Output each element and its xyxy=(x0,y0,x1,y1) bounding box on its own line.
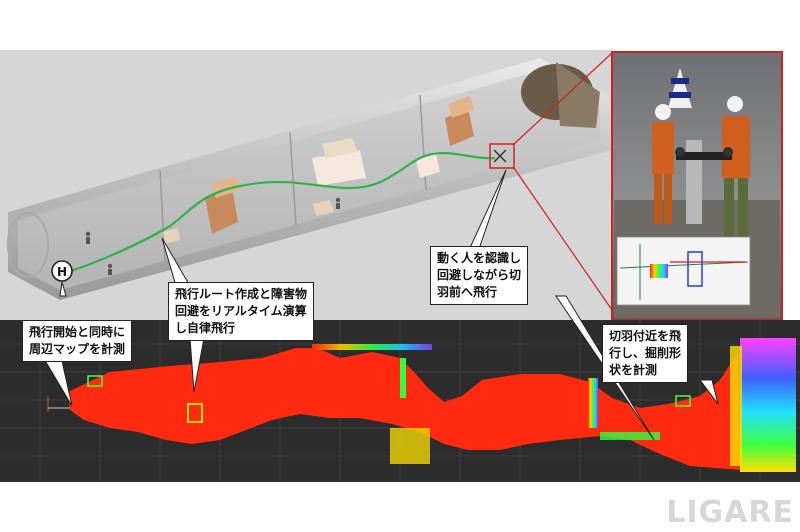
callout-flight-start: 飛行開始と同時に 周辺マップを計測 xyxy=(22,320,133,362)
highlight-box xyxy=(489,143,515,169)
drone-icon xyxy=(493,149,507,163)
inset-photo xyxy=(611,51,783,321)
person-icon xyxy=(85,197,341,275)
point-cloud-map xyxy=(0,320,800,482)
sensor-view-inset xyxy=(616,236,751,306)
callout-route-planning: 飛行ルート作成と障害物 回避をリアルタイム演算 し自律飛行 xyxy=(168,282,315,341)
obstacle-blocks xyxy=(163,96,474,244)
callout-person-avoidance: 動く人を認識し 回避しながら切 羽前へ飛行 xyxy=(430,246,529,305)
scan-map-area xyxy=(68,348,740,470)
flight-route-line xyxy=(67,151,496,274)
helipad-icon: H xyxy=(51,260,73,282)
watermark-logo: LIGARE xyxy=(666,495,794,530)
tunnel-render: H xyxy=(0,50,613,320)
svg-text:H: H xyxy=(57,265,67,279)
callout-face-measurement: 切羽付近を飛 行し、掘削形 状を計測 xyxy=(602,324,689,383)
